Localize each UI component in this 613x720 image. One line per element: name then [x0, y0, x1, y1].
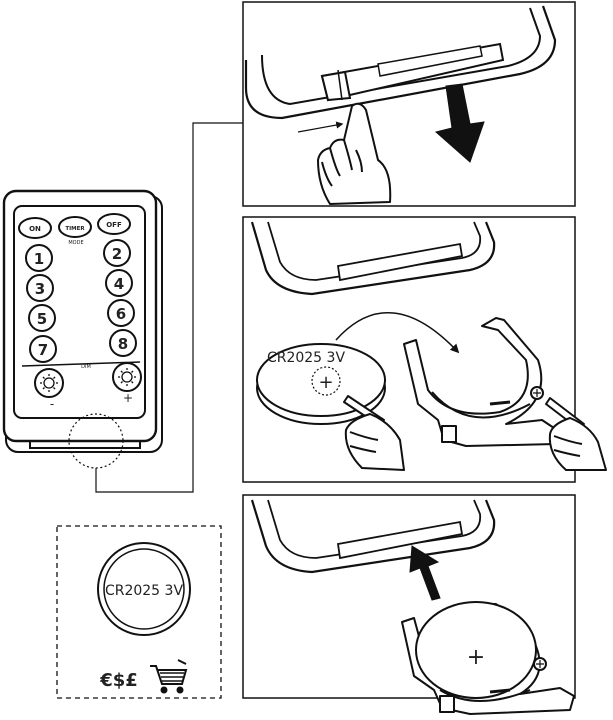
remote-button-1-label: 1 — [34, 250, 44, 268]
remote-button-3[interactable]: 3 — [26, 274, 54, 302]
empty-battery-slot — [336, 242, 464, 282]
remote-button-timer-label: TIMER — [65, 226, 85, 232]
callout-connector-line — [95, 122, 243, 493]
remote-button-8[interactable]: 8 — [109, 329, 137, 357]
remote-corner-inner-outline — [261, 7, 542, 106]
step-2-panel: CR2025 3V + — [242, 216, 607, 483]
remote-button-5-label: 5 — [37, 310, 47, 328]
remote-button-5[interactable]: 5 — [28, 304, 56, 332]
coin-battery: CR2025 3V + — [256, 343, 386, 425]
remote-button-7-label: 7 — [38, 341, 48, 359]
battery-slot — [336, 520, 464, 560]
dashed-frame — [56, 525, 222, 699]
remote-dim-down-button[interactable] — [34, 368, 64, 398]
remote-divider — [21, 361, 141, 367]
remote-button-6-label: 6 — [116, 305, 126, 323]
remote-button-6[interactable]: 6 — [107, 299, 135, 327]
remote-button-2-label: 2 — [112, 245, 122, 263]
sun-icon — [118, 368, 136, 386]
tray-latch — [320, 70, 352, 102]
pull-down-arrow — [434, 83, 485, 163]
remote-button-4-label: 4 — [114, 275, 124, 293]
remote-button-7[interactable]: 7 — [29, 335, 57, 363]
currency-symbols: €$£ — [99, 670, 138, 691]
remote-button-off-label: OFF — [106, 221, 122, 229]
remote-plus-label: + — [123, 391, 133, 405]
remote-dim-label: DIM — [81, 364, 91, 370]
remote-battery-tab — [29, 441, 141, 449]
remote-button-on[interactable]: ON — [18, 217, 52, 239]
remote-dim-up-button[interactable] — [112, 362, 142, 392]
remote-corner-outline-2 — [250, 221, 496, 296]
battery-tray-slot — [377, 45, 483, 77]
push-arrow-small — [297, 121, 344, 133]
remote-button-2[interactable]: 2 — [103, 239, 131, 267]
remote-minus-label: - — [50, 397, 54, 411]
remote-corner-outline-3 — [250, 499, 496, 574]
positive-terminal-marker — [311, 366, 341, 396]
sun-icon — [40, 374, 58, 392]
replacement-battery-box: CR2025 3V €$£ — [56, 525, 222, 699]
hand-with-tool-icon-right — [545, 397, 607, 471]
remote-button-1[interactable]: 1 — [25, 244, 53, 272]
shopping-cart-icon — [150, 659, 188, 694]
insert-up-arrow — [409, 545, 441, 601]
replacement-battery-model-text: CR2025 3V — [105, 583, 183, 599]
remote-button-3-label: 3 — [35, 280, 45, 298]
remote-corner-outline — [244, 5, 557, 120]
hand-pressing-icon — [317, 102, 392, 205]
battery-model-text: CR2025 3V — [267, 350, 345, 366]
remote-button-4[interactable]: 4 — [105, 269, 133, 297]
battery-holder — [403, 317, 561, 447]
step-3-panel: + — [242, 494, 576, 715]
step-1-frame — [242, 1, 576, 207]
remote-button-timer[interactable]: TIMER — [58, 216, 92, 238]
remote-mode-label: MODE — [68, 240, 83, 246]
remote-button-8-label: 8 — [118, 335, 128, 353]
replacement-coin-battery — [97, 542, 191, 636]
step-1-panel — [242, 1, 576, 207]
plus-symbol: + — [318, 372, 333, 393]
remote-button-off[interactable]: OFF — [97, 213, 131, 235]
battery-holder-loaded — [401, 601, 575, 715]
rotate-arrow — [335, 311, 460, 354]
remote-button-on-label: ON — [29, 225, 41, 233]
remote-control: ON TIMER OFF MODE 1 3 5 7 — [2, 189, 163, 469]
hand-with-tool-icon-left — [343, 395, 405, 471]
plus-symbol-loaded: + — [467, 645, 485, 670]
